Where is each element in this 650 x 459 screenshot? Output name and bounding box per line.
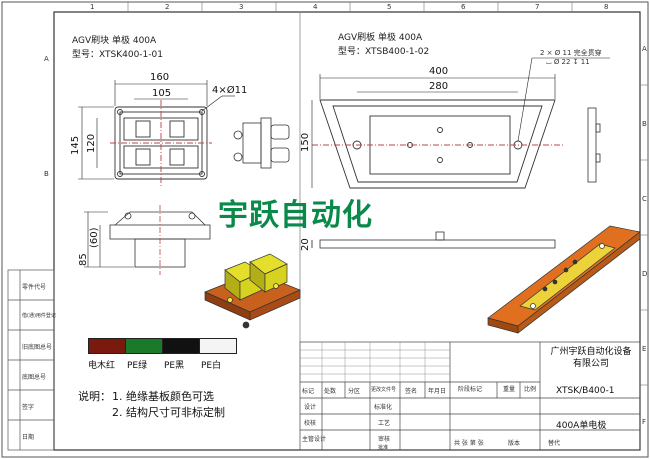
zone-letter: A xyxy=(642,45,647,53)
side-label: 底图总号 xyxy=(22,374,47,381)
dim-105: 105 xyxy=(152,88,172,99)
row-label: 分区 xyxy=(348,388,361,395)
role-label: 校核 xyxy=(304,420,317,427)
title-block-grid xyxy=(299,341,641,451)
zone-letter: F xyxy=(642,418,647,426)
color-label-red: 电木红 xyxy=(88,361,116,371)
left-title-line2: 型号：XTSK400-1-01 xyxy=(72,50,163,60)
right-side-view xyxy=(587,107,601,183)
dim-280: 280 xyxy=(429,81,449,92)
dim-120: 120 xyxy=(86,133,97,153)
role2-label: 批准 xyxy=(378,445,389,451)
weight-label: 重量 xyxy=(503,386,516,393)
zone-letter: E xyxy=(642,345,647,353)
sheet-count: 共 张 第 张 xyxy=(454,440,484,447)
zone-letter: B xyxy=(44,170,49,178)
brush-block-3d xyxy=(204,253,301,329)
hole-note-2: ⌴ Ø 22 ↧ 11 xyxy=(546,58,590,66)
color-label-green: PE绿 xyxy=(127,361,148,371)
right-title-line2: 型号：XTSB400-1-02 xyxy=(338,47,430,57)
zone-number: 6 xyxy=(461,3,466,11)
right-front-view xyxy=(311,231,556,249)
role2-label: 工艺 xyxy=(378,420,391,427)
right-title-line1: AGV刷板 单极 400A xyxy=(338,33,423,43)
dim-hole: 4×Ø11 xyxy=(212,85,248,96)
note-line2: 2. 结构尺寸可非标定制 xyxy=(112,406,225,419)
side-label: 零件代号 xyxy=(22,284,47,291)
watermark: 宇跃自动化 xyxy=(218,198,373,233)
zone-number: 7 xyxy=(535,3,540,11)
version-label: 版本 xyxy=(508,440,521,447)
dim-145: 145 xyxy=(70,135,81,155)
zone-number: 5 xyxy=(387,3,392,11)
scale-label: 比例 xyxy=(524,386,537,393)
role2-label: 审核 xyxy=(378,436,391,443)
color-swatch-black xyxy=(162,338,200,354)
side-label: 日期 xyxy=(22,434,35,441)
role2-label: 标准化 xyxy=(374,404,393,411)
left-dim-lines xyxy=(78,80,235,180)
zone-letter: D xyxy=(642,270,648,278)
side-table xyxy=(7,269,55,451)
drawing-number: XTSK/B400-1 xyxy=(556,386,615,396)
side-label: 借(通)用件登记 xyxy=(22,313,56,319)
role-label: 主管设计 xyxy=(302,436,327,443)
right-top-dims xyxy=(311,57,610,188)
dim-150: 150 xyxy=(300,132,311,152)
color-label-black: PE黑 xyxy=(164,361,185,371)
zone-number: 3 xyxy=(239,3,244,11)
right-top-view xyxy=(312,99,565,189)
stage-mark: 阶段标记 xyxy=(458,386,483,393)
zone-letter: A xyxy=(44,55,49,63)
left-top-view xyxy=(110,100,212,186)
zone-number: 4 xyxy=(313,3,318,11)
zone-number: 1 xyxy=(90,3,95,11)
zone-letter: C xyxy=(642,195,647,203)
dim-400: 400 xyxy=(429,66,449,77)
hole-note-1: 2 × Ø 11 完全贯穿 xyxy=(540,49,602,57)
company-name: 广州宇跃自动化设备有限公司 xyxy=(550,347,632,369)
row-label: 年月日 xyxy=(428,388,447,395)
color-swatch-green xyxy=(125,338,163,354)
color-swatch-red xyxy=(88,338,126,354)
role-label: 设计 xyxy=(304,404,317,411)
dim-85: 85 xyxy=(78,253,89,266)
row-label: 更改文件号 xyxy=(371,387,397,393)
row-label: 标记 xyxy=(302,388,315,395)
zone-letter: B xyxy=(642,120,647,128)
zone-number: 8 xyxy=(604,3,609,11)
left-front-view xyxy=(109,205,211,275)
left-side-view xyxy=(233,117,290,169)
row-label: 签名 xyxy=(405,388,418,395)
notes-heading: 说明： xyxy=(78,390,111,403)
left-front-dims xyxy=(84,211,134,268)
dim-60: (60) xyxy=(89,227,100,248)
row-label: 处数 xyxy=(324,388,337,395)
part-name: 400A单电极 xyxy=(556,421,607,431)
zone-ticks xyxy=(127,2,648,386)
dim-160: 160 xyxy=(150,72,170,83)
color-swatch-white xyxy=(199,338,237,354)
side-label: 旧底图总号 xyxy=(22,344,53,351)
color-label-white: PE白 xyxy=(201,361,222,371)
zone-number: 2 xyxy=(165,3,170,11)
note-line1: 1. 绝缘基板颜色可选 xyxy=(112,390,214,403)
replace-label: 替代 xyxy=(548,440,561,447)
side-label: 签字 xyxy=(22,404,35,411)
left-title-line1: AGV刷块 单极 400A xyxy=(72,36,157,46)
brush-plate-3d xyxy=(487,225,641,334)
dim-20: 20 xyxy=(300,238,311,251)
